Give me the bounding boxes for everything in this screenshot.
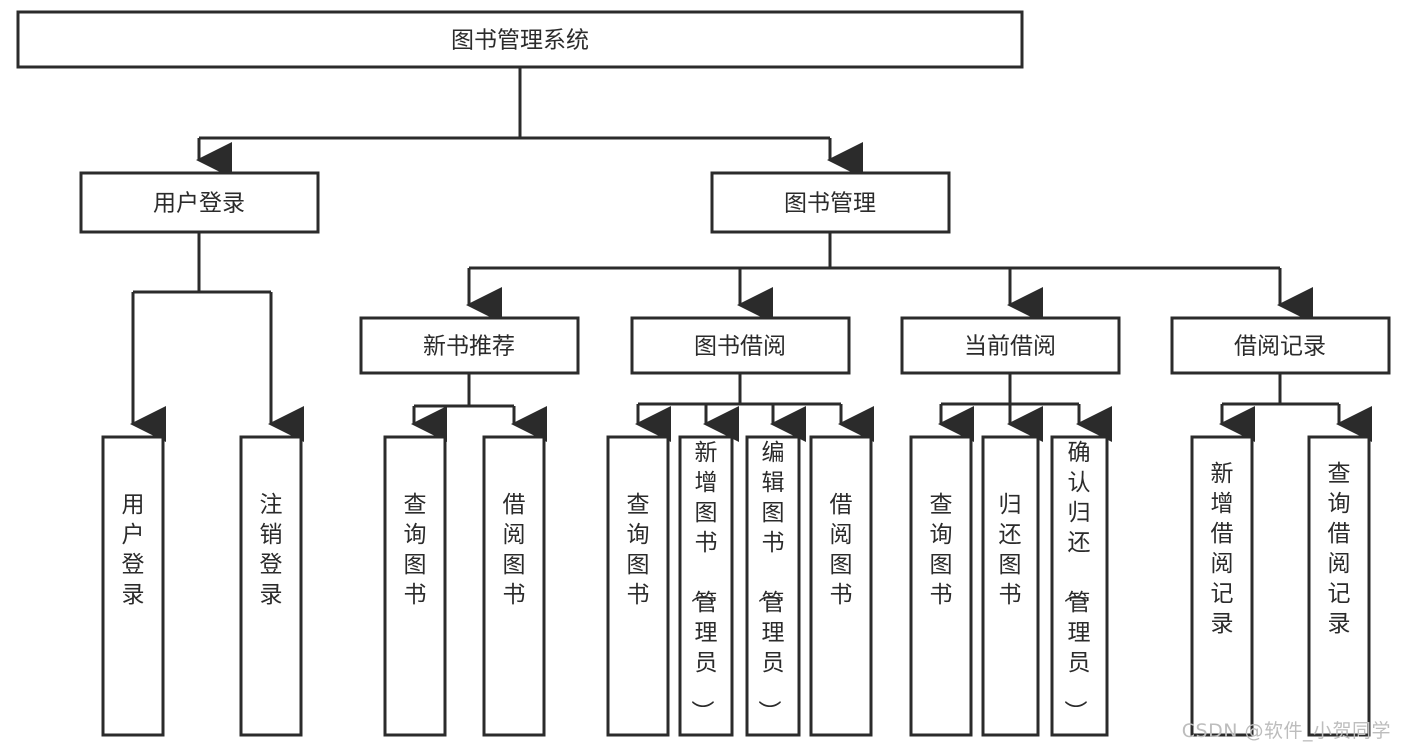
node-leaf-query-book-2-box[interactable] bbox=[606, 435, 670, 737]
node-book-borrow[interactable]: 图书借阅 bbox=[630, 316, 851, 375]
node-leaf-query-book-3-label: 查询图书 bbox=[930, 492, 953, 608]
node-new-book-rec-label: 新书推荐 bbox=[423, 334, 515, 360]
node-leaf-query-book-1-box[interactable] bbox=[383, 435, 447, 737]
node-leaf-add-book[interactable]: 新增图书（管理员） bbox=[678, 435, 734, 737]
node-borrow-record-label: 借阅记录 bbox=[1234, 334, 1326, 360]
node-leaf-borrow-book-2[interactable]: 借阅图书 bbox=[809, 435, 873, 737]
node-user-login-box[interactable] bbox=[79, 171, 320, 234]
node-leaf-query-book-3-box[interactable] bbox=[909, 435, 973, 737]
node-new-book-rec-box[interactable] bbox=[359, 316, 580, 375]
node-leaf-add-record[interactable]: 新增借阅记录 bbox=[1190, 435, 1254, 737]
node-leaf-confirm-return[interactable]: 确认归还（管理员） bbox=[1050, 435, 1109, 737]
edge-current-borrow-to-leaves bbox=[938, 373, 1112, 442]
node-leaf-query-record-box[interactable] bbox=[1307, 435, 1371, 737]
edge-root-to-level2 bbox=[196, 67, 863, 178]
node-leaf-user-logout[interactable]: 注销登录 bbox=[239, 435, 303, 737]
node-leaf-return-book[interactable]: 归还图书 bbox=[981, 435, 1040, 737]
edge-book-borrow-to-leaves bbox=[635, 373, 874, 442]
edge-layer bbox=[130, 67, 1372, 442]
node-leaf-user-logout-label: 注销登录 bbox=[260, 492, 283, 608]
node-leaf-add-record-label: 新增借阅记录 bbox=[1211, 461, 1234, 637]
node-leaf-query-record[interactable]: 查询借阅记录 bbox=[1307, 435, 1371, 737]
node-leaf-add-book-box[interactable] bbox=[678, 435, 734, 737]
edge-borrow-record-to-leaves bbox=[1219, 373, 1372, 442]
node-root[interactable]: 图书管理系统 bbox=[16, 10, 1024, 69]
node-leaf-edit-book-box[interactable] bbox=[745, 435, 801, 737]
node-leaf-query-book-3[interactable]: 查询图书 bbox=[909, 435, 973, 737]
node-leaf-edit-book[interactable]: 编辑图书（管理员） bbox=[745, 435, 801, 737]
node-leaf-query-book-2[interactable]: 查询图书 bbox=[606, 435, 670, 737]
node-leaf-query-record-label: 查询借阅记录 bbox=[1328, 461, 1351, 637]
node-leaf-query-book-1[interactable]: 查询图书 bbox=[383, 435, 447, 737]
node-book-manage[interactable]: 图书管理 bbox=[710, 171, 951, 234]
edge-book-manage-to-level3 bbox=[466, 232, 1313, 323]
node-book-borrow-label: 图书借阅 bbox=[694, 334, 786, 360]
node-leaf-edit-book-label: 编辑图书（管理员） bbox=[756, 440, 785, 723]
node-leaf-return-book-label: 归还图书 bbox=[999, 492, 1022, 608]
edge-user-login-to-leaves bbox=[130, 232, 304, 442]
node-book-manage-label: 图书管理 bbox=[784, 191, 876, 217]
node-leaf-confirm-return-box[interactable] bbox=[1050, 435, 1109, 737]
node-leaf-borrow-book-1[interactable]: 借阅图书 bbox=[482, 435, 546, 737]
node-leaf-user-login-label: 用户登录 bbox=[122, 492, 145, 608]
node-leaf-borrow-book-1-label: 借阅图书 bbox=[503, 492, 526, 608]
node-leaf-add-book-label: 新增图书（管理员） bbox=[689, 440, 718, 723]
node-leaf-add-record-box[interactable] bbox=[1190, 435, 1254, 737]
node-user-login[interactable]: 用户登录 bbox=[79, 171, 320, 234]
node-borrow-record-box[interactable] bbox=[1170, 316, 1391, 375]
node-leaf-user-logout-box[interactable] bbox=[239, 435, 303, 737]
node-current-borrow-label: 当前借阅 bbox=[964, 334, 1056, 360]
node-leaf-confirm-return-label: 确认归还（管理员） bbox=[1062, 440, 1091, 723]
node-root-label: 图书管理系统 bbox=[451, 28, 589, 54]
node-user-login-label: 用户登录 bbox=[153, 191, 245, 217]
node-leaf-borrow-book-2-label: 借阅图书 bbox=[830, 492, 853, 608]
node-current-borrow[interactable]: 当前借阅 bbox=[900, 316, 1121, 375]
node-book-manage-box[interactable] bbox=[710, 171, 951, 234]
node-root-box[interactable] bbox=[16, 10, 1024, 69]
node-leaf-borrow-book-1-box[interactable] bbox=[482, 435, 546, 737]
node-new-book-rec[interactable]: 新书推荐 bbox=[359, 316, 580, 375]
edge-new-book-rec-to-leaves bbox=[411, 373, 547, 442]
node-borrow-record[interactable]: 借阅记录 bbox=[1170, 316, 1391, 375]
node-leaf-return-book-box[interactable] bbox=[981, 435, 1040, 737]
node-leaf-user-login-box[interactable] bbox=[101, 435, 165, 737]
node-book-borrow-box[interactable] bbox=[630, 316, 851, 375]
node-leaf-query-book-2-label: 查询图书 bbox=[627, 492, 650, 608]
node-leaf-query-book-1-label: 查询图书 bbox=[404, 492, 427, 608]
node-leaf-user-login[interactable]: 用户登录 bbox=[101, 435, 165, 737]
node-leaf-borrow-book-2-box[interactable] bbox=[809, 435, 873, 737]
node-current-borrow-box[interactable] bbox=[900, 316, 1121, 375]
